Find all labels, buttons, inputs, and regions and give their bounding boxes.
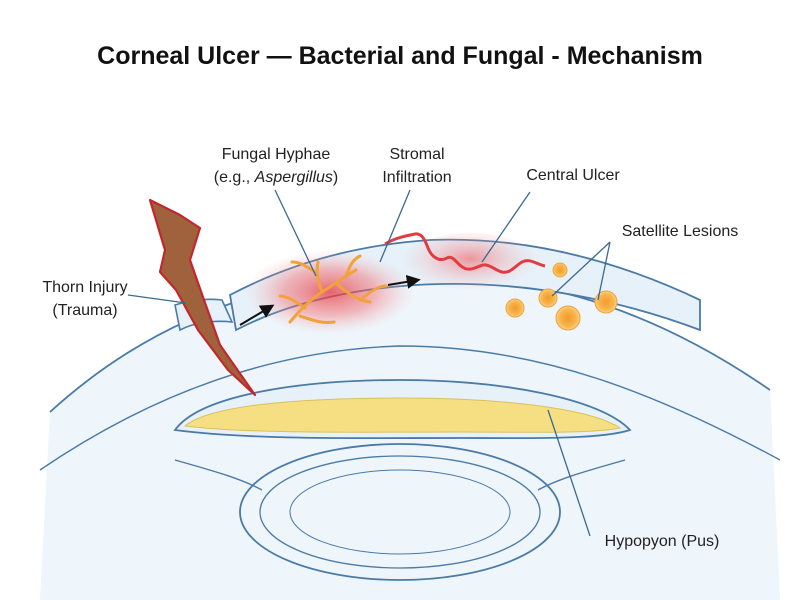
diagram-title: Corneal Ulcer — Bacterial and Fungal - M…: [97, 42, 703, 70]
lens: [174, 443, 626, 581]
label-fungal-hyphae-example: (e.g., Aspergillus): [214, 169, 339, 186]
satellite-lesions: [505, 262, 618, 331]
stromal-infiltration-area: [245, 250, 415, 334]
label-thorn-injury: Thorn Injury: [42, 279, 127, 296]
spread-arrow-1: [239, 304, 275, 326]
hypopyon-pus: [183, 397, 622, 433]
label-hypopyon: Hypopyon (Pus): [605, 533, 720, 550]
fungal-hyphae: [278, 254, 388, 324]
label-trauma: (Trauma): [52, 302, 117, 319]
spread-arrow-2: [387, 274, 421, 289]
thorn: [148, 198, 257, 397]
label-fungal-hyphae: Fungal Hyphae: [222, 146, 331, 163]
ulcer-glow: [400, 233, 540, 297]
label-infiltration: Infiltration: [382, 169, 451, 186]
label-central-ulcer: Central Ulcer: [526, 167, 620, 184]
leader-lines: [127, 189, 611, 537]
label-satellite-lesions: Satellite Lesions: [622, 223, 739, 240]
label-stromal: Stromal: [389, 146, 444, 163]
central-ulcer-edge: [384, 232, 546, 274]
anterior-chamber: [173, 379, 632, 440]
